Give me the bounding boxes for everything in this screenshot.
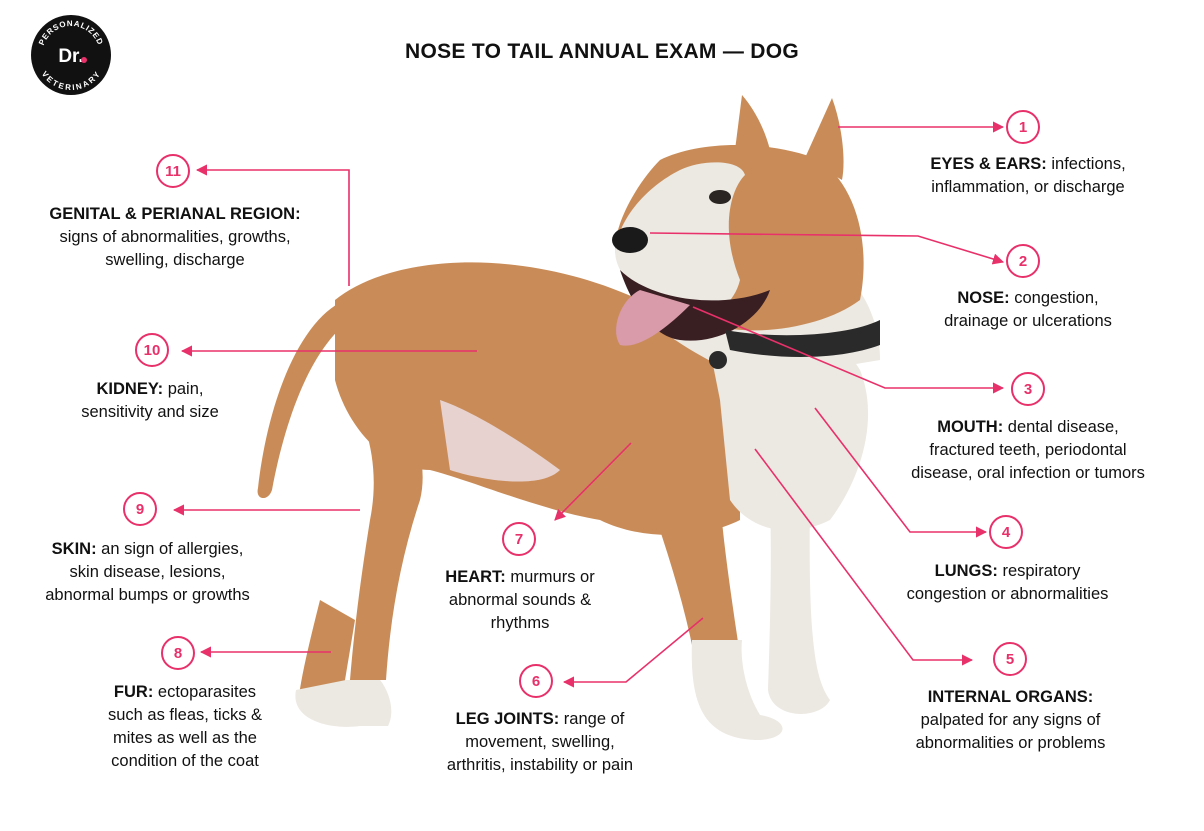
badge-11: 11 [156, 154, 190, 188]
badge-6: 6 [519, 664, 553, 698]
dog-collar [725, 320, 880, 357]
pointer-line-7 [554, 442, 632, 521]
dog-tongue [616, 290, 690, 346]
badge-1: 1 [1006, 110, 1040, 144]
callout-internal-organs: INTERNAL ORGANS: palpated for any signs … [915, 688, 1106, 752]
callout-nose: NOSE: congestion, drainage or ulceration… [944, 289, 1112, 330]
badge-9: 9 [123, 492, 157, 526]
dog-belly [440, 400, 560, 482]
dog-ear-left [735, 95, 770, 150]
dog-nose [612, 227, 648, 253]
dog-back-leg [340, 380, 423, 680]
dog-ear-right [805, 98, 844, 180]
callout-fur: FUR: ectoparasites such as fleas, ticks … [107, 683, 263, 770]
badge-4: 4 [989, 515, 1023, 549]
pointer-line-11 [195, 164, 350, 286]
page-title: NOSE TO TAIL ANNUAL EXAM — DOG [404, 40, 800, 63]
callout-kidney: KIDNEY: pain, sensitivity and size [81, 380, 219, 421]
dog-front-leg-right [768, 500, 830, 714]
badge-10: 10 [135, 333, 169, 367]
badge-3: 3 [1011, 372, 1045, 406]
dog-eye [709, 190, 731, 204]
badge-5: 5 [993, 642, 1027, 676]
pointer-line-6 [562, 617, 704, 688]
pointer-line-2 [649, 232, 1005, 265]
callout-heart: HEART: murmurs or abnormal sounds & rhyt… [445, 568, 595, 632]
callout-leg-joints: LEG JOINTS: range of movement, swelling,… [446, 710, 634, 774]
badge-2: 2 [1006, 244, 1040, 278]
callout-lungs: LUNGS: respiratory congestion or abnorma… [906, 562, 1109, 603]
pointer-line-3 [692, 306, 1005, 394]
dog-back-paws [295, 680, 392, 727]
callout-genital-perianal: GENITAL & PERIANAL REGION: signs of abno… [49, 205, 301, 269]
logo-mark: Dr. [58, 46, 83, 67]
callout-eyes-ears: EYES & EARS: infections, inflammation, o… [930, 155, 1126, 196]
dog-tail [257, 300, 350, 499]
pointer-line-4 [814, 407, 988, 538]
badge-7: 7 [502, 522, 536, 556]
badge-8: 8 [161, 636, 195, 670]
dr-logo: PERSONALIZED VETERINARY Dr. [31, 15, 111, 95]
callout-mouth: MOUTH: dental disease, fractured teeth, … [911, 418, 1145, 482]
callout-skin: SKIN: an sign of allergies, skin disease… [45, 540, 250, 604]
pointer-line-5 [754, 448, 974, 666]
